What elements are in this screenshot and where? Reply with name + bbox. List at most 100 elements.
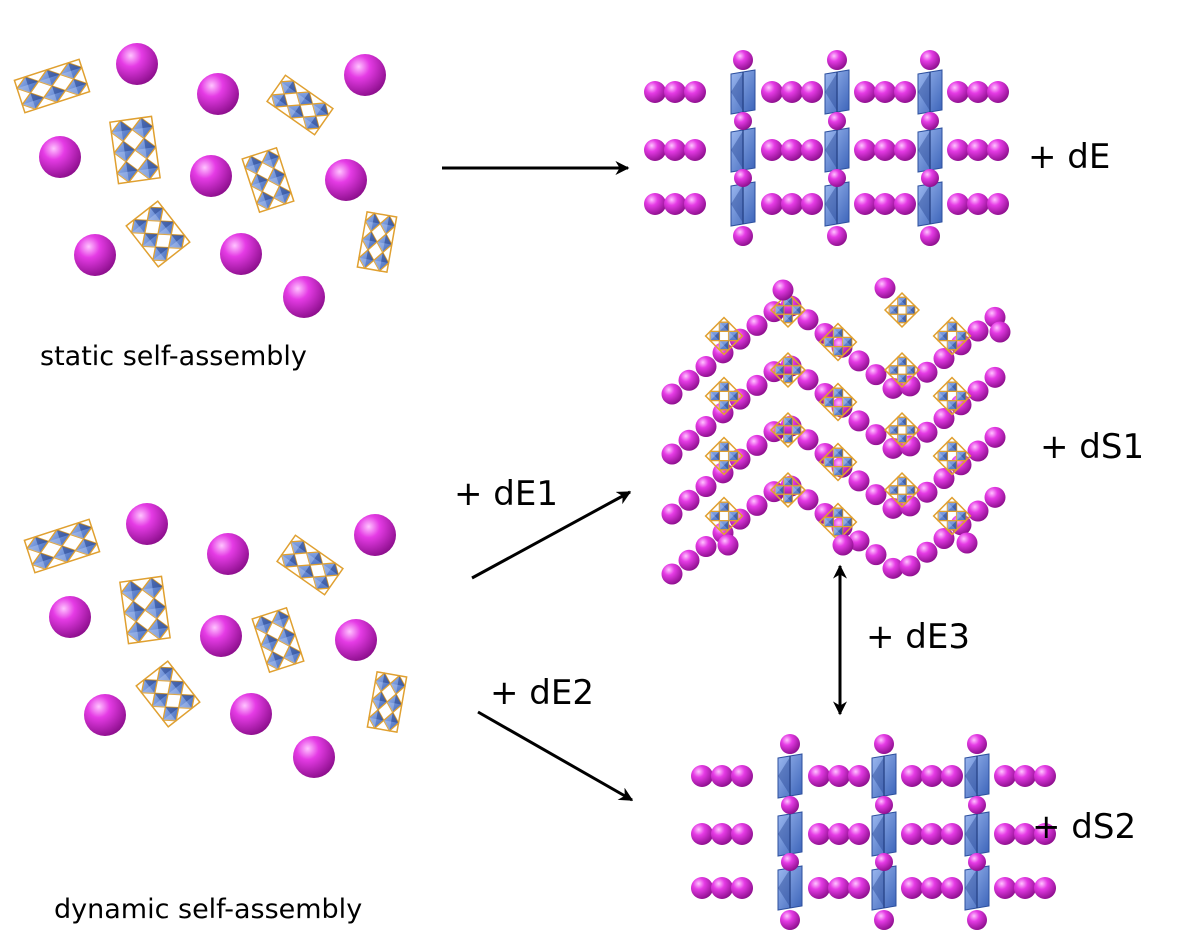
dE1-label: + dE1 <box>454 474 558 514</box>
magenta-sphere-icon <box>848 765 870 787</box>
magenta-sphere-icon <box>1034 823 1056 845</box>
magenta-sphere-icon <box>661 383 683 405</box>
blue-octahedral-cluster-icon <box>818 502 858 542</box>
blue-octahedral-cluster-icon <box>769 471 807 509</box>
magenta-sphere-icon <box>894 81 916 103</box>
magenta-sphere-icon <box>967 380 989 402</box>
magenta-sphere-icon <box>84 694 126 736</box>
blue-octahedral-cluster-icon <box>883 411 921 449</box>
blue-octahedral-cluster-icon <box>917 69 943 115</box>
magenta-sphere-icon <box>848 350 870 372</box>
magenta-sphere-icon <box>941 765 963 787</box>
magenta-sphere-icon <box>899 555 921 577</box>
magenta-sphere-icon <box>967 193 989 215</box>
magenta-sphere-icon <box>848 410 870 432</box>
magenta-sphere-icon <box>664 81 686 103</box>
dynamic-self-assembly-label: dynamic self-assembly <box>54 894 362 925</box>
magenta-sphere-icon <box>968 796 986 814</box>
magenta-sphere-icon <box>644 139 666 161</box>
magenta-sphere-icon <box>678 549 700 571</box>
magenta-sphere-icon <box>781 81 803 103</box>
magenta-sphere-icon <box>967 500 989 522</box>
magenta-sphere-icon <box>678 369 700 391</box>
arrows <box>442 161 847 802</box>
magenta-sphere-icon <box>116 43 158 85</box>
magenta-sphere-icon <box>920 226 940 246</box>
magenta-sphere-icon <box>661 443 683 465</box>
blue-octahedral-cluster-icon <box>266 74 334 136</box>
blue-octahedral-cluster-icon <box>917 181 943 227</box>
magenta-sphere-icon <box>661 563 683 585</box>
text-labels: static self-assembly dynamic self-assemb… <box>40 137 1144 925</box>
magenta-sphere-icon <box>772 279 794 301</box>
magenta-sphere-icon <box>746 374 768 396</box>
blue-octahedral-cluster-icon <box>119 575 171 645</box>
magenta-sphere-icon <box>761 193 783 215</box>
magenta-sphere-icon <box>781 139 803 161</box>
dE-label: + dE <box>1028 137 1110 177</box>
magenta-sphere-icon <box>761 81 783 103</box>
magenta-sphere-icon <box>731 877 753 899</box>
magenta-sphere-icon <box>941 877 963 899</box>
blue-octahedral-cluster-icon <box>241 146 295 214</box>
magenta-sphere-icon <box>933 347 955 369</box>
magenta-sphere-icon <box>933 407 955 429</box>
magenta-sphere-icon <box>664 139 686 161</box>
magenta-sphere-icon <box>711 823 733 845</box>
magenta-sphere-icon <box>1014 765 1036 787</box>
magenta-sphere-icon <box>865 424 887 446</box>
magenta-sphere-icon <box>801 193 823 215</box>
blue-octahedral-cluster-icon <box>871 811 897 857</box>
magenta-sphere-icon <box>684 139 706 161</box>
magenta-sphere-icon <box>678 489 700 511</box>
magenta-sphere-icon <box>734 169 752 187</box>
magenta-sphere-icon <box>875 796 893 814</box>
magenta-sphere-icon <box>1034 877 1056 899</box>
magenta-sphere-icon <box>848 877 870 899</box>
blue-octahedral-cluster-icon <box>769 411 807 449</box>
blue-octahedral-cluster-icon <box>777 811 803 857</box>
magenta-sphere-icon <box>828 877 850 899</box>
magenta-sphere-icon <box>644 193 666 215</box>
magenta-sphere-icon <box>746 434 768 456</box>
magenta-sphere-icon <box>987 193 1009 215</box>
magenta-sphere-icon <box>874 277 896 299</box>
magenta-sphere-icon <box>916 541 938 563</box>
blue-octahedral-cluster-icon <box>13 58 91 114</box>
magenta-sphere-icon <box>39 136 81 178</box>
grid-framework-top <box>644 50 1009 246</box>
magenta-sphere-icon <box>691 765 713 787</box>
blue-octahedral-cluster-icon <box>23 518 101 574</box>
blue-octahedral-cluster-icon <box>932 496 972 536</box>
magenta-sphere-icon <box>865 484 887 506</box>
magenta-sphere-icon <box>875 853 893 871</box>
magenta-sphere-icon <box>711 765 733 787</box>
magenta-sphere-icon <box>200 615 242 657</box>
zigzag-framework <box>661 277 1011 585</box>
dE2-label: + dE2 <box>490 673 594 713</box>
blue-octahedral-cluster-icon <box>824 127 850 173</box>
magenta-sphere-icon <box>230 693 272 735</box>
magenta-sphere-icon <box>941 823 963 845</box>
magenta-sphere-icon <box>994 877 1016 899</box>
magenta-sphere-icon <box>901 877 923 899</box>
magenta-sphere-icon <box>781 853 799 871</box>
magenta-sphere-icon <box>987 139 1009 161</box>
static-self-assembly-label: static self-assembly <box>40 341 307 372</box>
blue-octahedral-cluster-icon <box>704 376 744 416</box>
magenta-sphere-icon <box>126 503 168 545</box>
blue-octahedral-cluster-icon <box>109 115 161 185</box>
magenta-sphere-icon <box>967 734 987 754</box>
dS2-label: + dS2 <box>1032 807 1136 847</box>
magenta-sphere-icon <box>967 81 989 103</box>
magenta-sphere-icon <box>691 823 713 845</box>
magenta-sphere-icon <box>801 81 823 103</box>
magenta-sphere-icon <box>828 823 850 845</box>
magenta-sphere-icon <box>828 765 850 787</box>
magenta-sphere-icon <box>994 765 1016 787</box>
blue-octahedral-cluster-icon <box>251 606 305 674</box>
magenta-sphere-icon <box>695 536 717 558</box>
magenta-sphere-icon <box>827 226 847 246</box>
magenta-sphere-icon <box>901 765 923 787</box>
